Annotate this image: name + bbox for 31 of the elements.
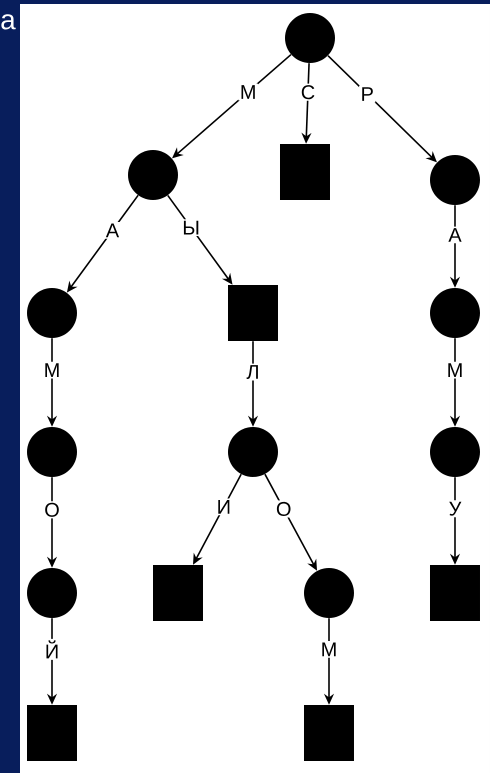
edge-label: А <box>446 226 464 244</box>
trie-node-circle <box>128 150 178 200</box>
trie-node-circle <box>27 427 77 477</box>
terminal-square <box>27 705 77 761</box>
edge-label: М <box>238 84 258 100</box>
trie-node-circle <box>430 427 480 477</box>
trie-node-circle <box>27 568 77 618</box>
edge-label: А <box>104 222 121 239</box>
trie-node-circle <box>228 427 278 477</box>
terminal-square <box>280 144 330 200</box>
trie-node-circle <box>430 288 480 338</box>
edge-label: И <box>215 498 232 516</box>
trie-node-circle <box>285 13 335 63</box>
terminal-square <box>304 705 354 761</box>
trie-node-circle <box>304 568 354 618</box>
terminal-square <box>430 565 480 621</box>
edge-label: О <box>42 501 62 518</box>
edge-label: Р <box>359 86 376 102</box>
edge-label: Й <box>43 638 61 660</box>
terminal-square <box>228 285 278 341</box>
edge-label: У <box>447 500 463 518</box>
edge-label: М <box>319 641 339 658</box>
edge-label: М <box>445 362 465 378</box>
trie-node-circle <box>430 155 480 205</box>
edge-label: Л <box>244 364 262 380</box>
terminal-square <box>153 565 203 621</box>
trie-node-circle <box>27 288 77 338</box>
slide-text: а <box>1 14 16 30</box>
edge-label: М <box>42 362 62 378</box>
edge-label: С <box>299 84 317 101</box>
edge-label: Ы <box>180 219 202 236</box>
